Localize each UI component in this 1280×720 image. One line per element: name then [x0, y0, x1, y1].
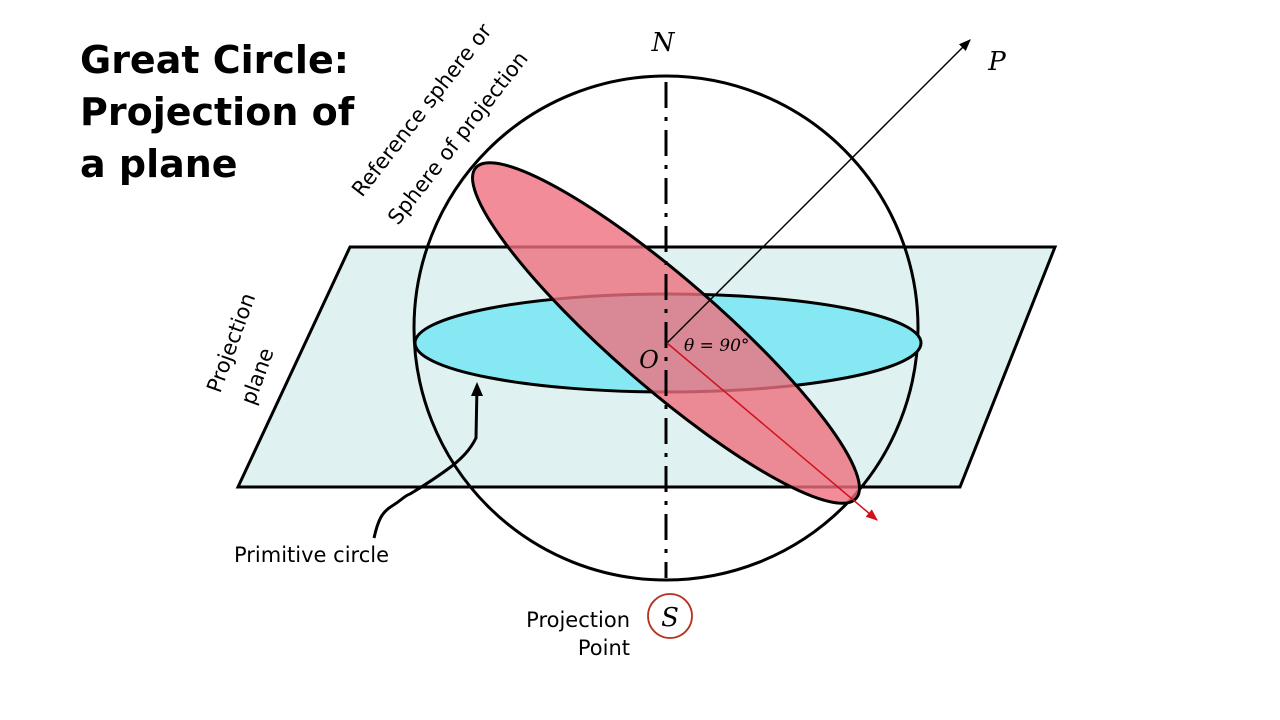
- reference-sphere: [412, 74, 920, 582]
- projection-plane-label-2: plane: [236, 345, 278, 408]
- primitive-circle-label: Primitive circle: [234, 543, 389, 567]
- projection-point-label-1: Projection: [526, 608, 630, 632]
- south-marker-ring: [647, 593, 693, 639]
- north-label: N: [651, 28, 676, 58]
- pointer-arrowhead: [471, 382, 483, 396]
- origin-label: O: [639, 346, 659, 374]
- pole-label: P: [987, 47, 1006, 77]
- slide-title: Great Circle: Projection of a plane: [80, 34, 380, 190]
- south-label: S: [661, 603, 679, 633]
- projection-point-label-2: Point: [578, 636, 630, 660]
- normal-arrow: [666, 342, 878, 521]
- title-line-2: Projection of: [80, 90, 355, 134]
- primitive-circle-pointer: [372, 385, 479, 539]
- title-line-1: Great Circle:: [80, 38, 349, 82]
- angle-label: θ = 90°: [684, 336, 749, 356]
- title-line-3: a plane: [80, 142, 238, 186]
- pole-vector: [666, 39, 971, 344]
